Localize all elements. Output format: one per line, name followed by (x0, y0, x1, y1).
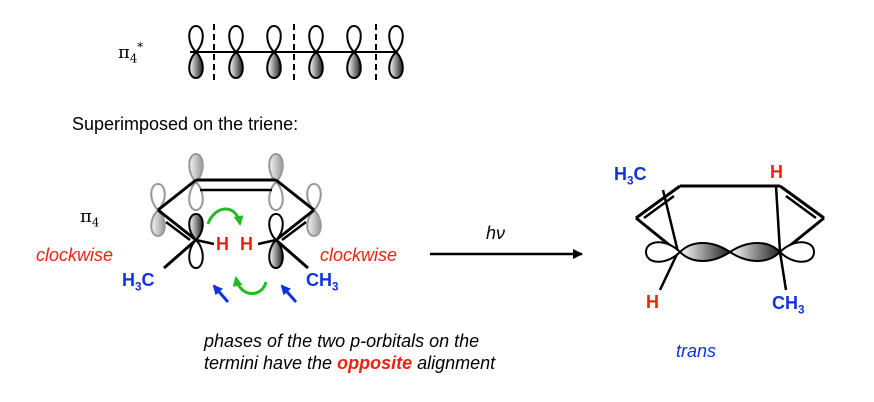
terminal-p-orbital-left (188, 212, 204, 270)
bond-upper-right (275, 178, 315, 212)
hydrogen-left-label: H (216, 234, 229, 254)
rotation-label-right: clockwise (320, 245, 398, 265)
heading-superimposed: Superimposed on the triene: (72, 114, 299, 134)
methyl-right-label: CH3 (306, 270, 339, 294)
pi4-star-orbital-row (188, 24, 404, 80)
caption-line-1: phases of the two p-orbitals on the (204, 331, 480, 351)
hv-label: hν (486, 223, 506, 243)
pi4-star-symbol: π (118, 42, 130, 63)
bond-h-right (257, 238, 277, 246)
bond-lower-right-double (281, 221, 307, 241)
p-orbital-3 (266, 24, 282, 80)
product-bond-h-top (774, 185, 782, 253)
bond-upper-left (157, 178, 197, 212)
pointer-arrow-left (212, 284, 230, 303)
caption-line-2: termini have the opposite alignment (204, 353, 496, 373)
product-hydrogen-top-label: H (770, 162, 783, 182)
p-orbital-5 (346, 24, 362, 80)
triene-structure-left (150, 152, 322, 270)
trans-label: trans (676, 341, 717, 361)
pointer-arrow-right (280, 284, 298, 303)
p-orbital-6 (388, 24, 404, 80)
caption-emphasis: opposite (337, 353, 413, 373)
bond-lower-left (157, 208, 197, 242)
gray-orbital-top-left (188, 152, 204, 212)
pi4-star-subscript: 4 (129, 51, 138, 66)
product-methyl-top-label: H3C (614, 164, 647, 188)
methyl-left-label: H3C (122, 270, 155, 294)
bond-h-left (195, 238, 215, 246)
p-orbital-4 (308, 24, 324, 80)
product-bond-upper-right (779, 184, 825, 220)
gray-orbital-top-right (268, 152, 284, 212)
product-bond-upper-left (635, 184, 681, 220)
product-structure (635, 184, 825, 291)
product-bond-h-bottom (658, 251, 680, 291)
product-hydrogen-bottom-label: H (646, 292, 659, 312)
pi4-subscript: 4 (91, 215, 100, 230)
product-bond-methyl-left (661, 189, 680, 253)
bond-lower-left-double (165, 221, 191, 241)
terminal-p-orbital-right (268, 212, 284, 270)
rotation-arrow-top (206, 207, 244, 226)
product-bond-upper-left-double (643, 194, 675, 220)
product-methyl-bottom-label: CH3 (772, 293, 805, 317)
p-orbital-1 (188, 24, 204, 80)
bond-methyl-left (163, 238, 197, 270)
hydrogen-right-label: H (240, 234, 253, 254)
pi4-star-label: π4* (118, 40, 144, 66)
pi4-label: π4 (80, 208, 99, 229)
gray-orbital-side-right (306, 182, 322, 238)
product-bond-methyl-right (778, 251, 788, 291)
rotation-label-left: clockwise (36, 245, 114, 265)
pi4-star-superscript: * (137, 40, 144, 54)
p-orbital-2 (228, 24, 244, 80)
bond-lower-right (275, 208, 315, 242)
gray-orbital-side-left (150, 182, 166, 238)
product-bond-upper-right-double (785, 194, 817, 220)
pi4-symbol: π (80, 206, 92, 227)
sigma-bond-overlap (644, 241, 816, 263)
rotation-arrow-bottom (232, 276, 268, 295)
bond-methyl-right (275, 238, 309, 270)
